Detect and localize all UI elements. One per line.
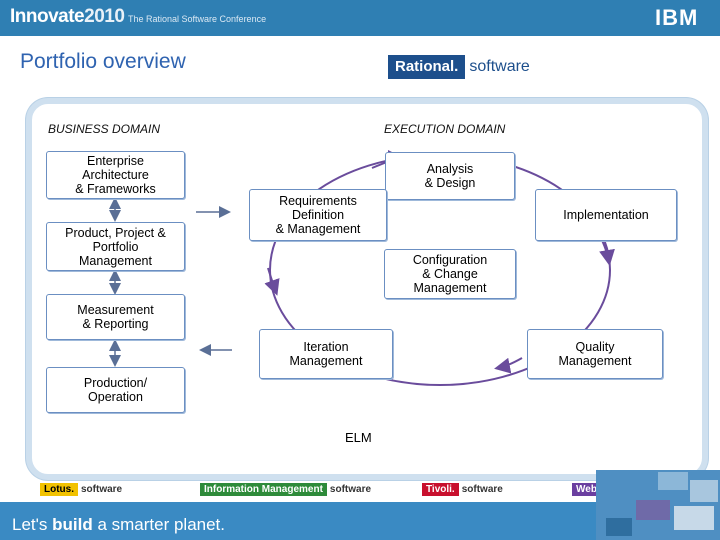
enterprise-architecture-box: Enterprise Architecture & Frameworks [46,151,185,199]
rational-brand: Rational. [388,55,466,79]
decorative-photo-strip-icon [596,470,720,540]
rational-software-logo: Rational. software [388,55,534,79]
lotus-software-logo: Lotus. software [40,481,122,497]
cycle-arrow-bottom [494,357,523,374]
lotus-suffix: software [81,483,123,495]
information-management-logo: Information Management software [200,481,371,497]
portfolio-management-box: Product, Project & Portfolio Management [46,222,185,271]
ibm-logo: IBM [655,5,699,30]
conference-subtitle: The Rational Software Conference [128,14,267,24]
requirements-box: Requirements Definition & Management [249,189,387,241]
brand-year: 2010 [84,6,125,27]
measurement-reporting-box: Measurement & Reporting [46,294,185,340]
infomgmt-suffix: software [329,483,372,495]
iteration-management-box: Iteration Management [259,329,393,379]
tivoli-suffix: software [461,483,503,495]
infomgmt-brand: Information Management [200,482,327,496]
production-operation-box: Production/ Operation [46,367,185,413]
conference-logo: Innovate2010 [10,6,125,28]
business-domain-label: BUSINESS DOMAIN [48,122,161,136]
implementation-box: Implementation [535,189,677,241]
execution-domain-label: EXECUTION DOMAIN [384,122,506,136]
lotus-brand: Lotus. [40,482,78,496]
tivoli-brand: Tivoli. [422,482,459,496]
brand-text: Innovate [10,6,85,27]
header-bar [0,0,720,36]
configuration-change-box: Configuration & Change Management [384,249,516,299]
cycle-arrow-left [264,267,280,296]
smarter-planet-tagline: Let's build a smarter planet. [12,515,225,535]
rational-suffix: software [469,58,530,75]
tagline-rest: a smarter planet. [92,515,225,534]
quality-management-box: Quality Management [527,329,663,379]
tagline-prefix: Let's [12,515,53,534]
analysis-design-box: Analysis & Design [385,152,515,200]
page-title: Portfolio overview [20,50,186,73]
tivoli-software-logo: Tivoli. software [422,481,503,497]
tagline-bold: build [52,515,93,534]
elm-label: ELM [345,430,372,445]
